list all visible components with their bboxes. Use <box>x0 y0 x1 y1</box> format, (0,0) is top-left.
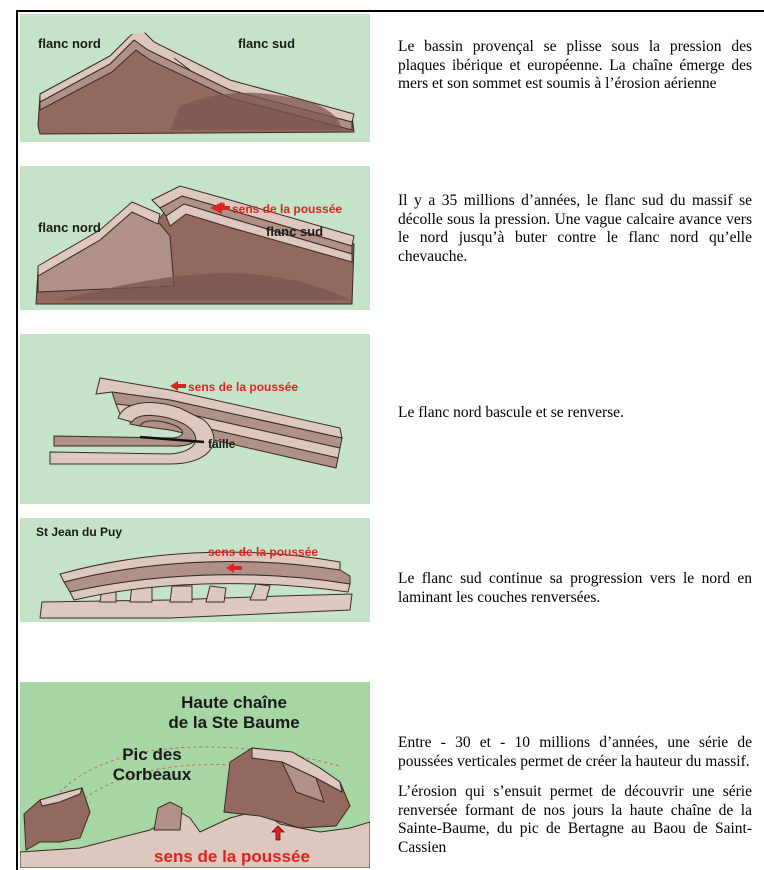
description-3-text: Le flanc nord bascule et se renverse. <box>398 404 752 423</box>
description-5: Entre - 30 et - 10 millions d’années, un… <box>398 734 752 869</box>
label-corbeaux: Corbeaux <box>113 765 192 784</box>
frame-left-border <box>16 10 18 870</box>
label-flanc-sud: flanc sud <box>238 36 295 51</box>
description-3: Le flanc nord bascule et se renverse. <box>398 404 752 435</box>
description-1-text: Le bassin provençal se plisse sous la pr… <box>398 38 752 94</box>
description-5-text-1: Entre - 30 et - 10 millions d’années, un… <box>398 734 752 771</box>
description-1: Le bassin provençal se plisse sous la pr… <box>398 38 752 106</box>
description-2-text: Il y a 35 millions d’années, le flanc su… <box>398 192 752 266</box>
label-haute-chaine: Haute chaîne <box>181 693 287 712</box>
diagram-panel-2: sens de la poussée flanc nord flanc sud <box>20 166 370 310</box>
diagram-panel-5: Haute chaîne de la Ste Baume Pic des Cor… <box>20 682 370 868</box>
frame-top-border <box>16 10 764 12</box>
label-de-la-ste-baume: de la Ste Baume <box>168 713 299 732</box>
label-sens-poussee-2: sens de la poussée <box>232 202 342 216</box>
fold-diagram-4: St Jean du Puy sens de la poussée <box>20 518 370 622</box>
fold-diagram-1: flanc nord flanc sud <box>20 14 370 142</box>
description-2: Il y a 35 millions d’années, le flanc su… <box>398 192 752 278</box>
label-flanc-nord: flanc nord <box>38 36 101 51</box>
description-4-text: Le flanc sud continue sa progression ver… <box>398 570 752 607</box>
label-st-jean-du-puy: St Jean du Puy <box>36 525 122 539</box>
fold-diagram-3: sens de la poussée faille <box>20 334 370 504</box>
label-flanc-sud-2: flanc sud <box>266 224 323 239</box>
label-flanc-nord-2: flanc nord <box>38 220 101 235</box>
diagram-panel-3: sens de la poussée faille <box>20 334 370 504</box>
diagram-panel-1: flanc nord flanc sud <box>20 14 370 142</box>
label-pic-des: Pic des <box>122 745 182 764</box>
fold-diagram-2: sens de la poussée flanc nord flanc sud <box>20 166 370 310</box>
fold-diagram-5: Haute chaîne de la Ste Baume Pic des Cor… <box>20 682 370 868</box>
label-sens-poussee-5: sens de la poussée <box>154 847 310 866</box>
description-4: Le flanc sud continue sa progression ver… <box>398 570 752 619</box>
description-5-text-2: L’érosion qui s’ensuit permet de découvr… <box>398 783 752 857</box>
label-sens-poussee-3: sens de la poussée <box>188 380 298 394</box>
diagram-panel-4: St Jean du Puy sens de la poussée <box>20 518 370 622</box>
label-faille: faille <box>208 437 236 451</box>
label-sens-poussee-4: sens de la poussée <box>208 545 318 559</box>
